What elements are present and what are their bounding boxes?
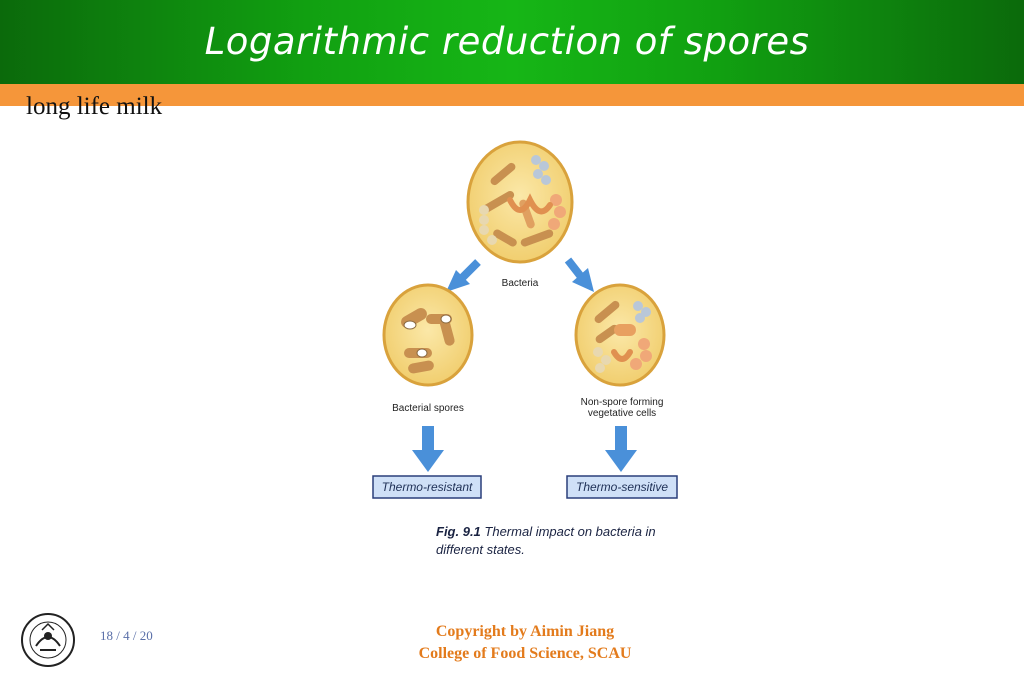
caption-text-1: Thermal impact on bacteria in: [481, 524, 656, 539]
bacteria-label: Bacteria: [502, 278, 539, 289]
spores-label: Bacterial spores: [392, 403, 464, 414]
college-line: College of Food Science, SCAU: [380, 643, 670, 665]
vegetative-label-line2: vegetative cells: [588, 408, 656, 419]
slide-title: Logarithmic reduction of spores: [0, 20, 1014, 63]
down-arrow-left: [412, 426, 444, 472]
spores-cell: [384, 285, 472, 385]
bacteria-figure: Bacteria Bacterial spores Non-spore form: [360, 130, 700, 570]
copyright-block: Copyright by Aimin Jiang College of Food…: [380, 621, 670, 665]
copyright-line: Copyright by Aimin Jiang: [380, 621, 670, 643]
figure-caption-line1: Fig. 9.1 Thermal impact on bacteria in: [436, 524, 656, 539]
figure-caption-line2: different states.: [436, 542, 525, 557]
slide-date: 18 / 4 / 20: [100, 628, 153, 644]
thermo-resistant-box: Thermo-resistant: [373, 476, 481, 498]
down-arrow-right: [605, 426, 637, 472]
thermo-sensitive-label: Thermo-sensitive: [576, 480, 668, 494]
thermo-resistant-label: Thermo-resistant: [382, 480, 473, 494]
split-arrow-left: [446, 262, 478, 292]
thermo-sensitive-box: Thermo-sensitive: [567, 476, 677, 498]
split-arrow-right: [568, 260, 594, 292]
university-seal-logo: [20, 612, 76, 668]
title-bar: Logarithmic reduction of spores: [0, 0, 1024, 84]
figure-number: Fig. 9.1: [436, 524, 481, 539]
bacteria-cell: [468, 142, 572, 262]
slide-subtitle: long life milk: [26, 93, 162, 121]
vegetative-label-line1: Non-spore forming: [581, 397, 664, 408]
vegetative-cell: [576, 285, 664, 385]
